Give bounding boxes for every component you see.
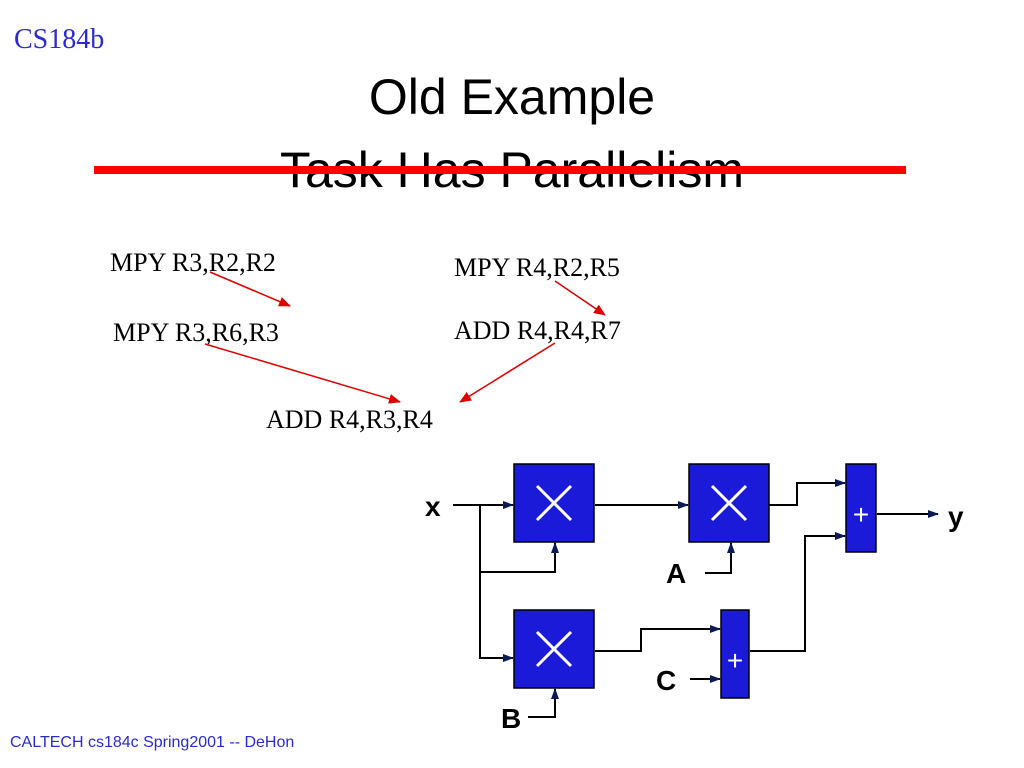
output-y-label: y bbox=[948, 501, 964, 532]
adder-block-1: + bbox=[845, 463, 877, 553]
constant-a-label: A bbox=[666, 558, 686, 589]
wire-x-to-mult1-bottom bbox=[480, 542, 559, 573]
dep-arrow-3 bbox=[204, 343, 401, 404]
instruction-add-r4-r3-r4: ADD R4,R3,R4 bbox=[266, 405, 433, 434]
dependency-arrows bbox=[204, 271, 606, 404]
multiplier-block-3 bbox=[513, 609, 595, 689]
multiplier-block-2 bbox=[688, 463, 770, 543]
wire-mult3-to-add2 bbox=[595, 625, 721, 652]
dataflow-wires bbox=[453, 479, 939, 718]
instruction-mpy-r3-r6-r3: MPY R3,R6,R3 bbox=[113, 318, 279, 347]
instruction-mpy-r3-r2-r2: MPY R3,R2,R2 bbox=[110, 248, 276, 277]
multiplier-block-1 bbox=[513, 463, 595, 543]
dep-arrow-1 bbox=[209, 271, 291, 307]
course-label: CS184b bbox=[14, 24, 105, 55]
slide-title-line1: Old Example bbox=[368, 69, 656, 125]
constant-c-label: C bbox=[656, 665, 676, 696]
footer-text: CALTECH cs184c Spring2001 -- DeHon bbox=[10, 734, 295, 751]
adder-block-2: + bbox=[720, 609, 750, 699]
instruction-mpy-r4-r2-r5: MPY R4,R2,R5 bbox=[454, 253, 620, 282]
dep-arrow-2 bbox=[554, 280, 606, 316]
wire-x-branch bbox=[479, 505, 514, 662]
adder-1-symbol: + bbox=[853, 499, 869, 530]
wire-add2-to-add1 bbox=[750, 532, 846, 652]
wire-b-to-mult3 bbox=[528, 688, 559, 718]
constant-b-label: B bbox=[501, 703, 521, 734]
instruction-add-r4-r4-r7: ADD R4,R4,R7 bbox=[454, 316, 621, 345]
adder-2-symbol: + bbox=[727, 645, 743, 676]
wire-a-to-mult2 bbox=[705, 542, 735, 574]
dep-arrow-4 bbox=[459, 342, 556, 403]
input-x-label: x bbox=[425, 491, 441, 522]
title-strikethrough bbox=[94, 166, 906, 174]
wire-mult2-to-add1 bbox=[769, 479, 846, 506]
